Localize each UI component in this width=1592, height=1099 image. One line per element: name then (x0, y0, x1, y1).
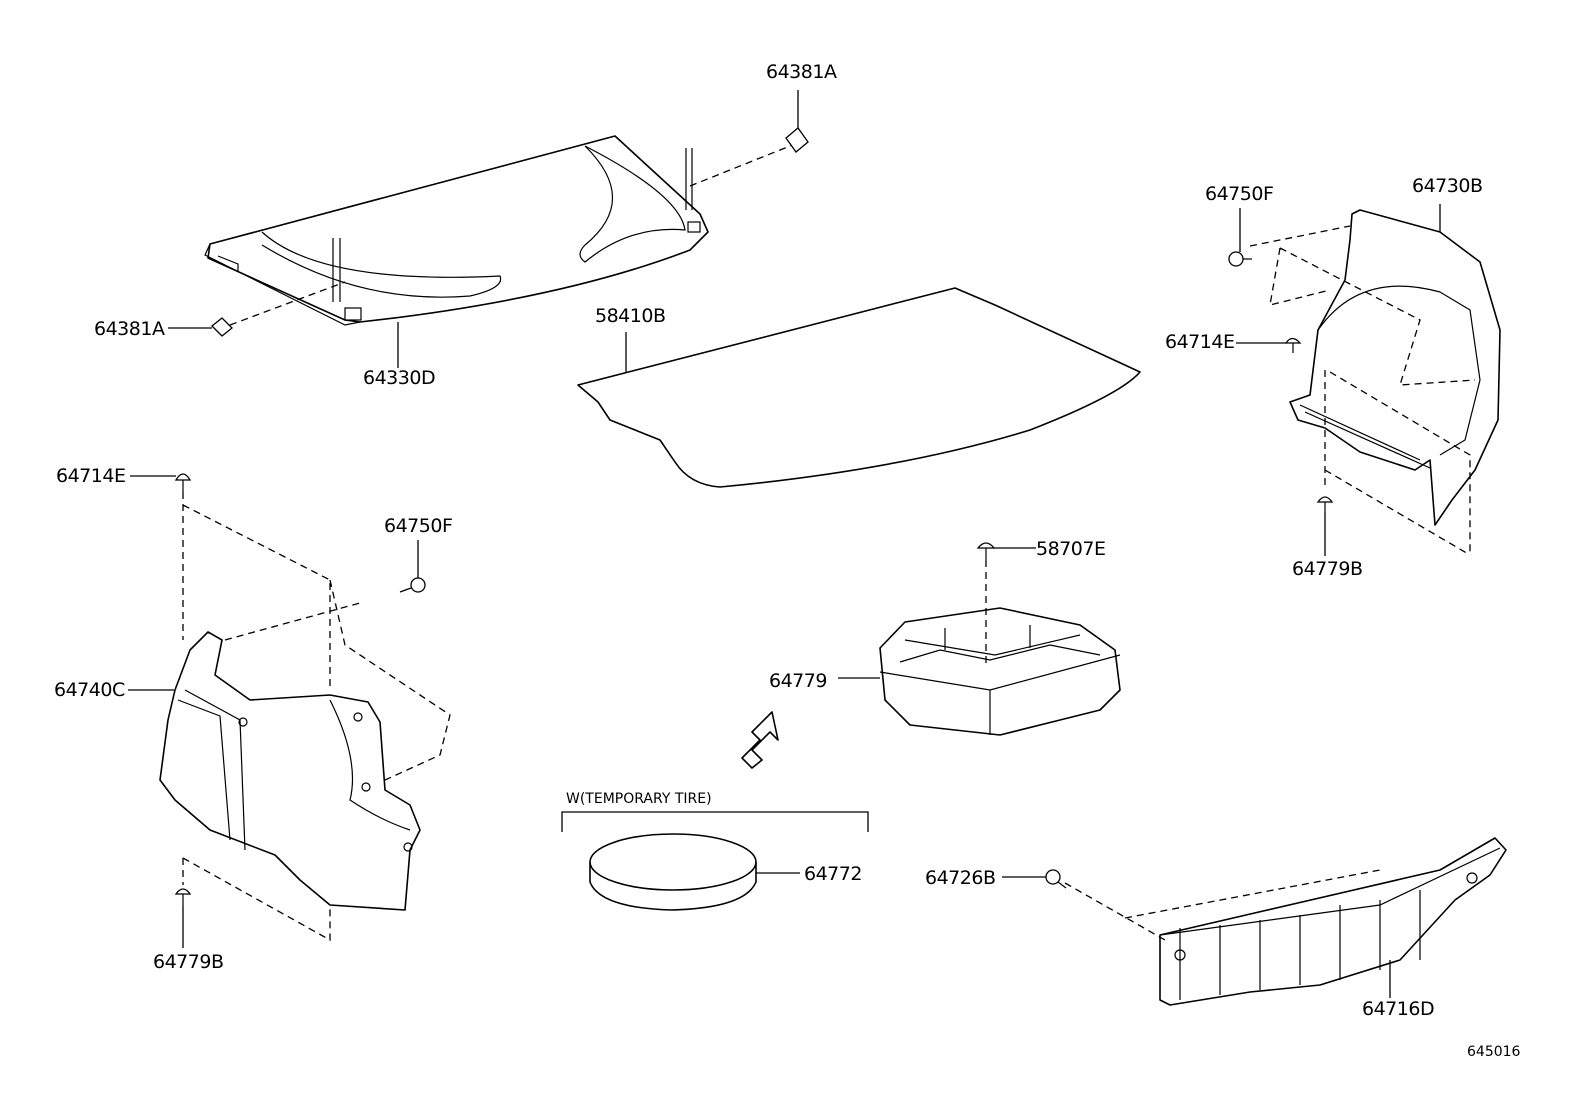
fastener-guide-line (689, 143, 796, 187)
spare-tire-tray (879, 607, 1121, 736)
part-label: 64779 (769, 670, 827, 692)
note-bracket (561, 811, 869, 832)
clip-fastener (174, 888, 192, 895)
part-label: 64726B (925, 867, 995, 889)
part-label: 58410B (595, 305, 665, 327)
left-quarter-trim (159, 631, 421, 911)
part-label: 64714E (56, 465, 125, 487)
clip-fastener (1316, 496, 1334, 503)
rivet-fastener (410, 577, 426, 593)
part-label: 64716D (1362, 998, 1434, 1020)
fastener-guide-line (1249, 225, 1476, 556)
deck-board (577, 287, 1141, 488)
rear-sill-trim (1159, 837, 1507, 1006)
part-label: 64714E (1165, 331, 1234, 353)
clip-fastener (1284, 337, 1302, 344)
part-label: 64740C (54, 679, 125, 701)
clip-fastener (211, 317, 233, 337)
part-label: 64750F (1205, 183, 1273, 205)
right-quarter-trim (1289, 209, 1501, 526)
rivet-fastener (1228, 251, 1244, 267)
clip-fastener (976, 542, 996, 549)
temporary-tire-note: W(TEMPORARY TIRE) (566, 791, 712, 807)
diagram-id: 645016 (1467, 1044, 1521, 1060)
screw-fastener (1045, 869, 1061, 885)
clip-fastener (174, 473, 192, 481)
fastener-guide-line (1064, 869, 1381, 941)
fastener-guide-line (229, 281, 346, 326)
part-label: 64381A (94, 318, 165, 340)
part-label: 64330D (363, 367, 435, 389)
package-tray-trim (204, 135, 709, 326)
part-label: 64381A (766, 61, 837, 83)
part-label: 58707E (1036, 538, 1105, 560)
part-label: 64772 (804, 863, 862, 885)
tire-cover (589, 833, 757, 911)
part-label: 64779B (153, 951, 223, 973)
arrow-icon (741, 711, 779, 769)
fastener-guide-line (182, 492, 451, 942)
part-label: 64779B (1292, 558, 1362, 580)
clip-fastener (785, 127, 809, 153)
part-label: 64730B (1412, 175, 1482, 197)
part-label: 64750F (384, 515, 452, 537)
